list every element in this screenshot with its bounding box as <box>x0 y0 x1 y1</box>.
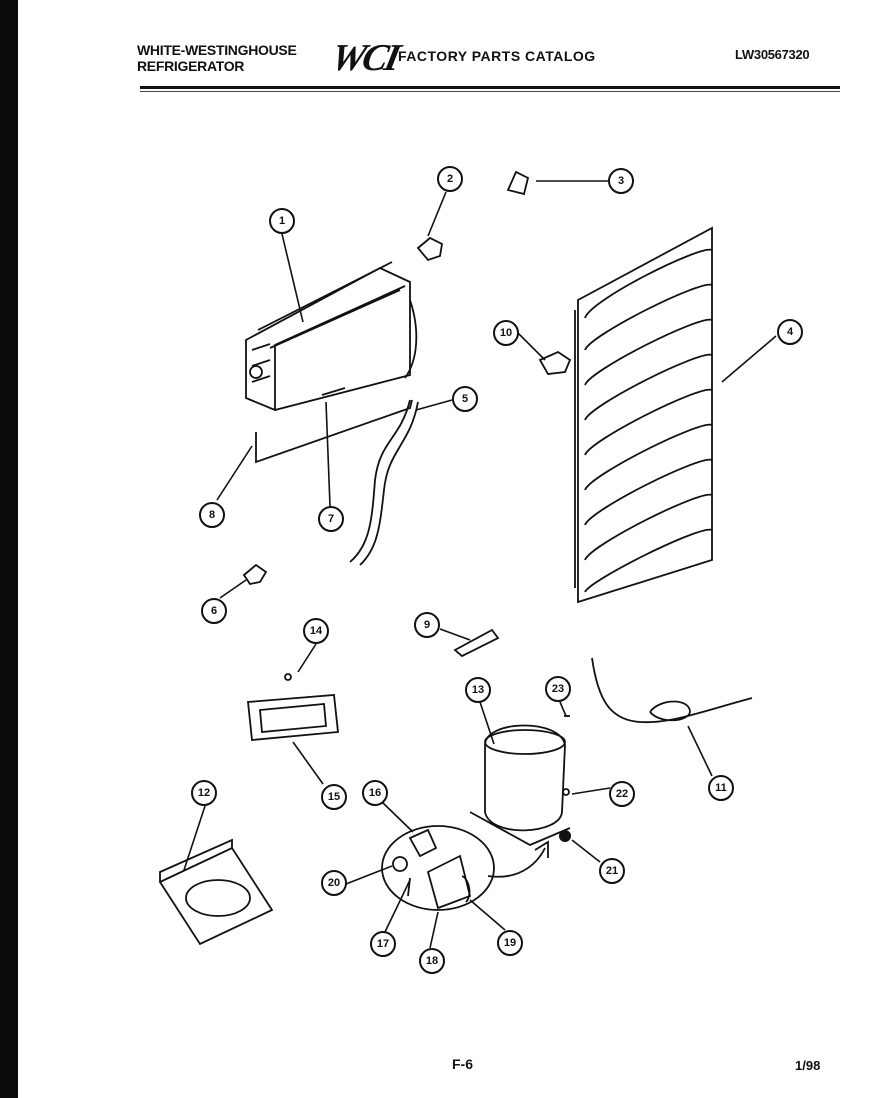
part-relay-clip-spring[interactable] <box>461 875 471 903</box>
part-relay[interactable] <box>426 854 472 910</box>
callout-23[interactable]: 23 <box>545 676 571 702</box>
part-condenser[interactable] <box>574 226 713 604</box>
callout-22-label: 22 <box>616 788 628 800</box>
callout-15[interactable]: 15 <box>321 784 347 810</box>
callout-11-label: 11 <box>715 782 727 794</box>
catalog-title: FACTORY PARTS CATALOG <box>398 48 596 64</box>
part-bracket[interactable] <box>416 236 443 262</box>
callout-8a-label: 8 <box>209 509 215 521</box>
callout-13[interactable]: 13 <box>465 677 491 703</box>
callout-8a[interactable]: 8 <box>199 502 225 528</box>
part-drain-trough[interactable] <box>255 399 413 464</box>
callout-2-label: 2 <box>447 173 453 185</box>
callout-10[interactable]: 10 <box>493 320 519 346</box>
part-drier[interactable] <box>453 628 500 658</box>
part-power-cord[interactable] <box>591 657 753 724</box>
callout-9[interactable]: 9 <box>414 612 440 638</box>
part-drain-pan[interactable] <box>247 694 339 741</box>
part-overload[interactable] <box>408 828 438 858</box>
callout-5[interactable]: 5 <box>452 386 478 412</box>
part-washer[interactable] <box>562 788 570 796</box>
callout-18[interactable]: 18 <box>419 948 445 974</box>
flow-arrow <box>487 840 549 878</box>
callout-16[interactable]: 16 <box>362 780 388 806</box>
callout-15-label: 15 <box>328 791 340 803</box>
part-small-clip[interactable] <box>506 170 530 196</box>
callout-10-label: 10 <box>500 327 512 339</box>
page-number: F-6 <box>452 1056 473 1072</box>
part-screw[interactable] <box>284 673 292 681</box>
callout-23-label: 23 <box>552 683 564 695</box>
header-rule <box>140 86 840 89</box>
callout-19-label: 19 <box>504 937 516 949</box>
callout-20-label: 20 <box>328 877 340 889</box>
callout-7-label: 7 <box>328 513 334 525</box>
callout-6[interactable]: 6 <box>201 598 227 624</box>
callout-21-label: 21 <box>606 865 618 877</box>
callout-7[interactable]: 7 <box>318 506 344 532</box>
callout-1-label: 1 <box>279 215 285 227</box>
part-mounting-bracket[interactable] <box>538 350 572 375</box>
leader-lines <box>183 180 777 949</box>
callout-12[interactable]: 12 <box>191 780 217 806</box>
callout-20[interactable]: 20 <box>321 870 347 896</box>
part-evaporator[interactable] <box>245 261 418 411</box>
callout-19[interactable]: 19 <box>497 930 523 956</box>
brand-line-2: REFRIGERATOR <box>137 58 245 74</box>
callout-9-label: 9 <box>424 619 430 631</box>
callout-5-label: 5 <box>462 393 468 405</box>
callout-2[interactable]: 2 <box>437 166 463 192</box>
brand-line-1: WHITE-WESTINGHOUSE <box>137 42 297 58</box>
callout-3[interactable]: 3 <box>608 168 634 194</box>
callout-21[interactable]: 21 <box>599 858 625 884</box>
part-compressor[interactable] <box>469 724 571 846</box>
callout-13-label: 13 <box>472 684 484 696</box>
callout-17-label: 17 <box>377 938 389 950</box>
callout-18-label: 18 <box>426 955 438 967</box>
part-terminal[interactable] <box>392 856 408 872</box>
date-code: 1/98 <box>795 1058 821 1073</box>
callout-17[interactable]: 17 <box>370 931 396 957</box>
callout-4-label: 4 <box>787 326 794 338</box>
callout-14-label: 14 <box>310 625 323 637</box>
part-base-plate[interactable] <box>158 838 274 946</box>
relay-group-outline <box>381 825 495 911</box>
part-grommet[interactable] <box>559 830 571 842</box>
callout-16-label: 16 <box>369 787 381 799</box>
callout-1[interactable]: 1 <box>269 208 295 234</box>
part-clip[interactable] <box>321 387 346 396</box>
callout-4[interactable]: 4 <box>777 319 803 345</box>
scan-edge-bar <box>0 0 18 1098</box>
brand-header: WHITE-WESTINGHOUSE REFRIGERATOR <box>137 42 297 74</box>
callout-3-label: 3 <box>618 175 624 187</box>
callout-12-label: 12 <box>198 787 210 799</box>
part-capillary-tube[interactable] <box>349 399 419 566</box>
callout-22[interactable]: 22 <box>609 781 635 807</box>
callout-11[interactable]: 11 <box>708 775 734 801</box>
callout-6-label: 6 <box>211 605 217 617</box>
header-rule-thin <box>140 91 840 92</box>
callout-14[interactable]: 14 <box>303 618 329 644</box>
part-relay-clip[interactable] <box>242 563 268 586</box>
model-number: LW30567320 <box>735 47 810 62</box>
